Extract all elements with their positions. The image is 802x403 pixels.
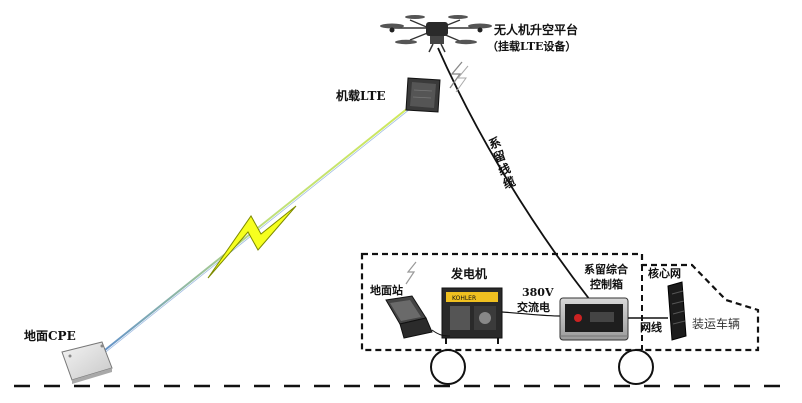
ac-power-label: 380V [522, 286, 554, 299]
ground-station-label: 地面站 [370, 284, 403, 297]
airborne-lte-label: 机载LTE [336, 89, 386, 103]
airborne-lte-device-icon [405, 77, 441, 113]
ground-cpe-label: 地面CPE [24, 329, 76, 343]
core-network-label: 核心网 [648, 267, 681, 280]
uav-drone-icon [380, 15, 492, 53]
tether-control-box-label: 系留综合 [584, 263, 628, 276]
generator-device-icon: KOHLER [441, 287, 503, 344]
core-network-device-icon [667, 281, 687, 341]
ac-power-sublabel: 交流电 [517, 301, 550, 314]
ground-cpe-device-icon [61, 341, 113, 384]
transport-vehicle-outline [360, 252, 760, 352]
transport-vehicle-label: 装运车辆 [692, 317, 741, 331]
ground-station-device-icon [385, 295, 433, 339]
uav-platform-sublabel: （挂载LTE设备） [487, 40, 577, 53]
tether-control-box-sublabel: 控制箱 [590, 278, 623, 291]
vehicle-wheel-front [618, 349, 654, 385]
drone-signal-icon [449, 61, 463, 89]
tether-control-box-icon [559, 297, 629, 341]
generator-brand-text: KOHLER [452, 295, 476, 302]
uav-platform-label: 无人机升空平台 [494, 23, 579, 37]
vehicle-wheel-rear [430, 349, 466, 385]
network-cable-label: 网线 [640, 321, 662, 334]
tether-cable-line [437, 47, 591, 301]
ground-station-signal-icon [405, 261, 417, 285]
lightning-bolt-icon [207, 205, 297, 279]
generator-label: 发电机 [451, 267, 488, 281]
